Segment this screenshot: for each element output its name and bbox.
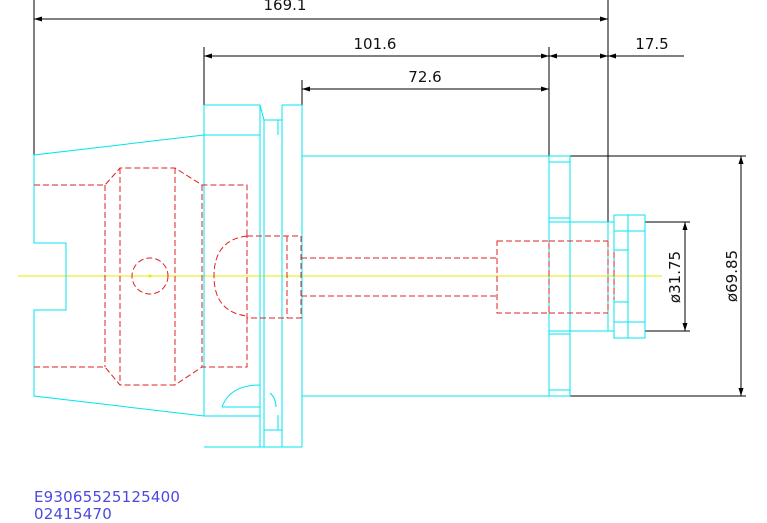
center-mark [148,274,152,278]
dim-body-diameter: ø69.85 [723,250,741,302]
part-number: 02415470 [34,505,112,523]
dim-pilot-length: 17.5 [635,35,668,53]
tool-outline [33,104,646,448]
dim-body-length: 72.6 [408,68,441,86]
dimension-lines [33,0,746,397]
hidden-lines [34,167,615,386]
part-code: E93065525125400 [34,488,181,506]
dim-overall-length: 169.1 [264,0,307,14]
dim-pilot-diameter: ø31.75 [666,251,684,303]
dimension-arrows [34,16,744,396]
dim-flange-to-nose: 101.6 [354,35,397,53]
